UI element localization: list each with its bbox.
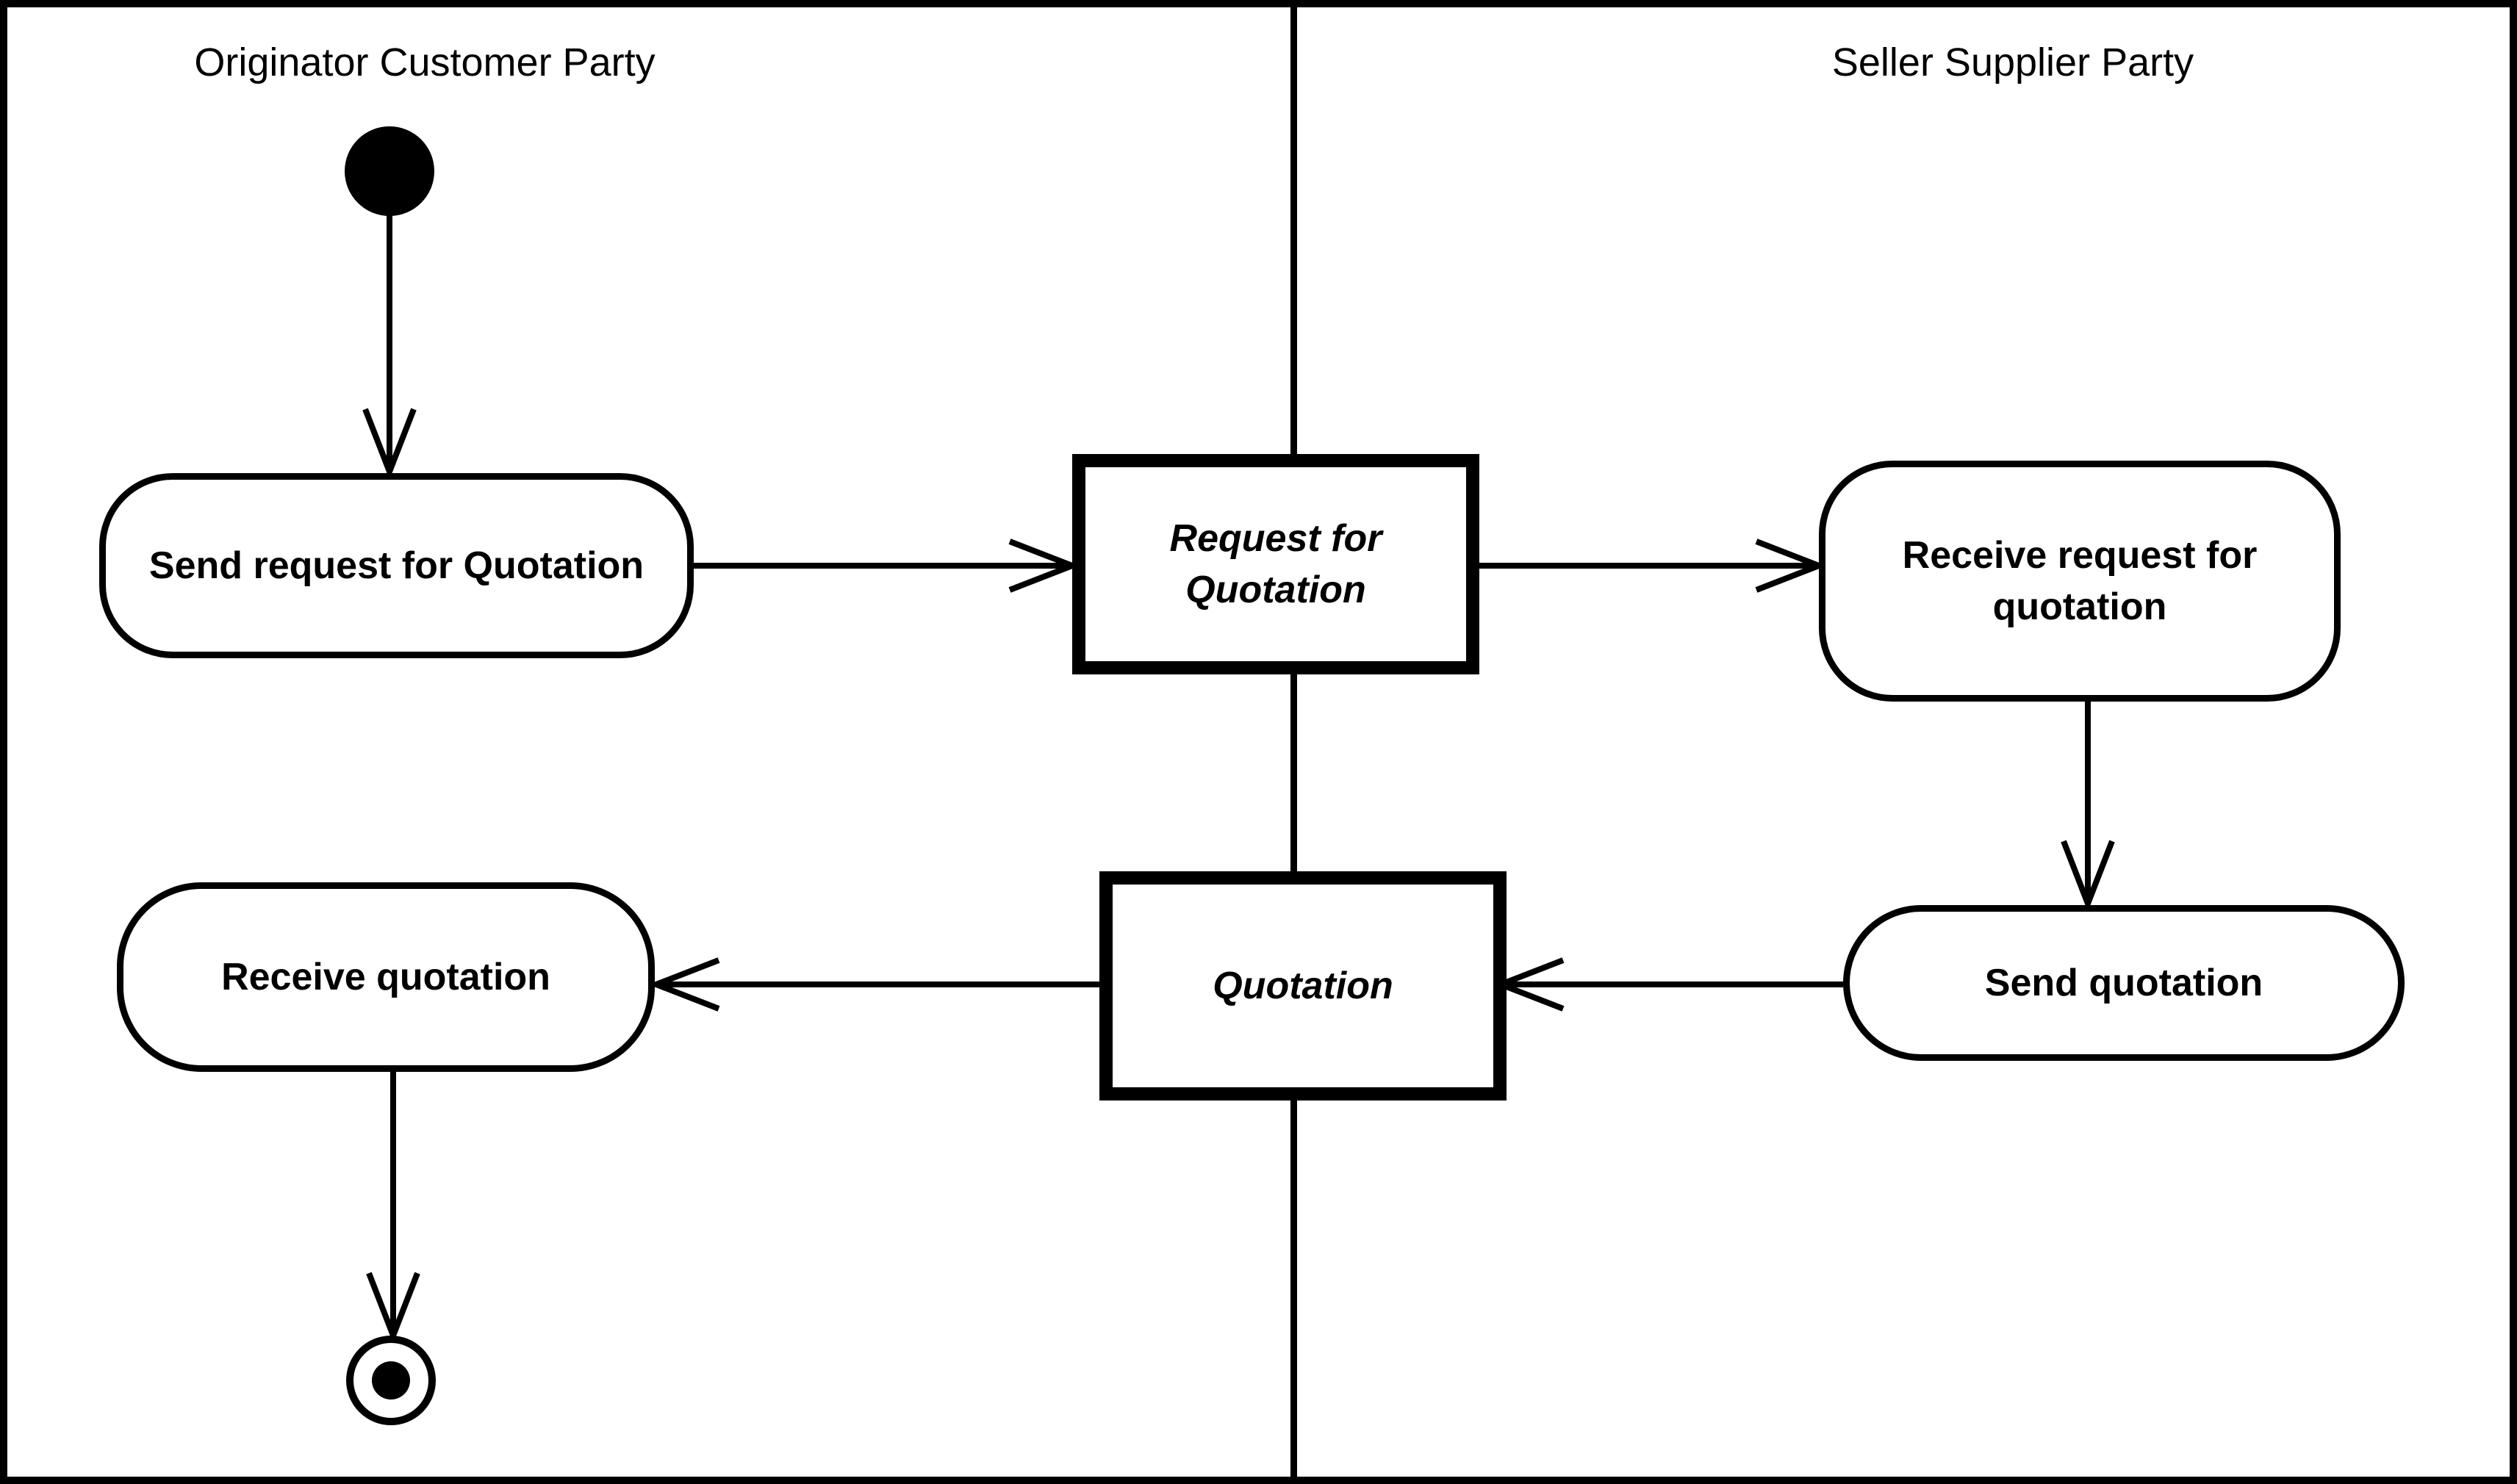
activity-send-quotation: Send quotation: [1843, 905, 2405, 1061]
lane-title-originator-customer-party: Originator Customer Party: [194, 40, 656, 84]
activity-label: Receive request for quotation: [1902, 533, 2258, 628]
activity-label: Receive quotation: [221, 955, 550, 998]
edge-receive-quotation-to-final: [366, 1072, 420, 1344]
activity-label: Send request for Quotation: [148, 544, 644, 587]
object-label: Request for Quotation: [1169, 516, 1382, 611]
activity-receive-quotation: Receive quotation: [117, 882, 655, 1072]
edge-send-quotation-to-quotation: [1492, 957, 1843, 1012]
initial-node-icon: [345, 126, 434, 216]
activity-send-request-for-quotation: Send request for Quotation: [99, 473, 694, 658]
edge-quotation-to-receive-quotation: [647, 957, 1099, 1012]
lane-title-seller-supplier-party: Seller Supplier Party: [1831, 40, 2194, 84]
edges-layer: [345, 7, 2115, 1477]
edge-request-for-quotation-to-receive-request: [1472, 539, 1828, 593]
activity-label: Send quotation: [1984, 961, 2263, 1004]
object-label: Quotation: [1213, 964, 1393, 1007]
final-node-icon: [346, 1336, 436, 1425]
edge-send-request-to-request-for-quotation: [691, 539, 1081, 593]
object-node-request-for-quotation: Request for Quotation: [1072, 454, 1479, 674]
edge-receive-request-to-send-quotation: [2061, 700, 2115, 912]
activity-receive-request-for-quotation: Receive request for quotation: [1819, 461, 2341, 702]
object-node-quotation: Quotation: [1099, 871, 1507, 1101]
edge-initial-to-send-request: [362, 215, 417, 480]
